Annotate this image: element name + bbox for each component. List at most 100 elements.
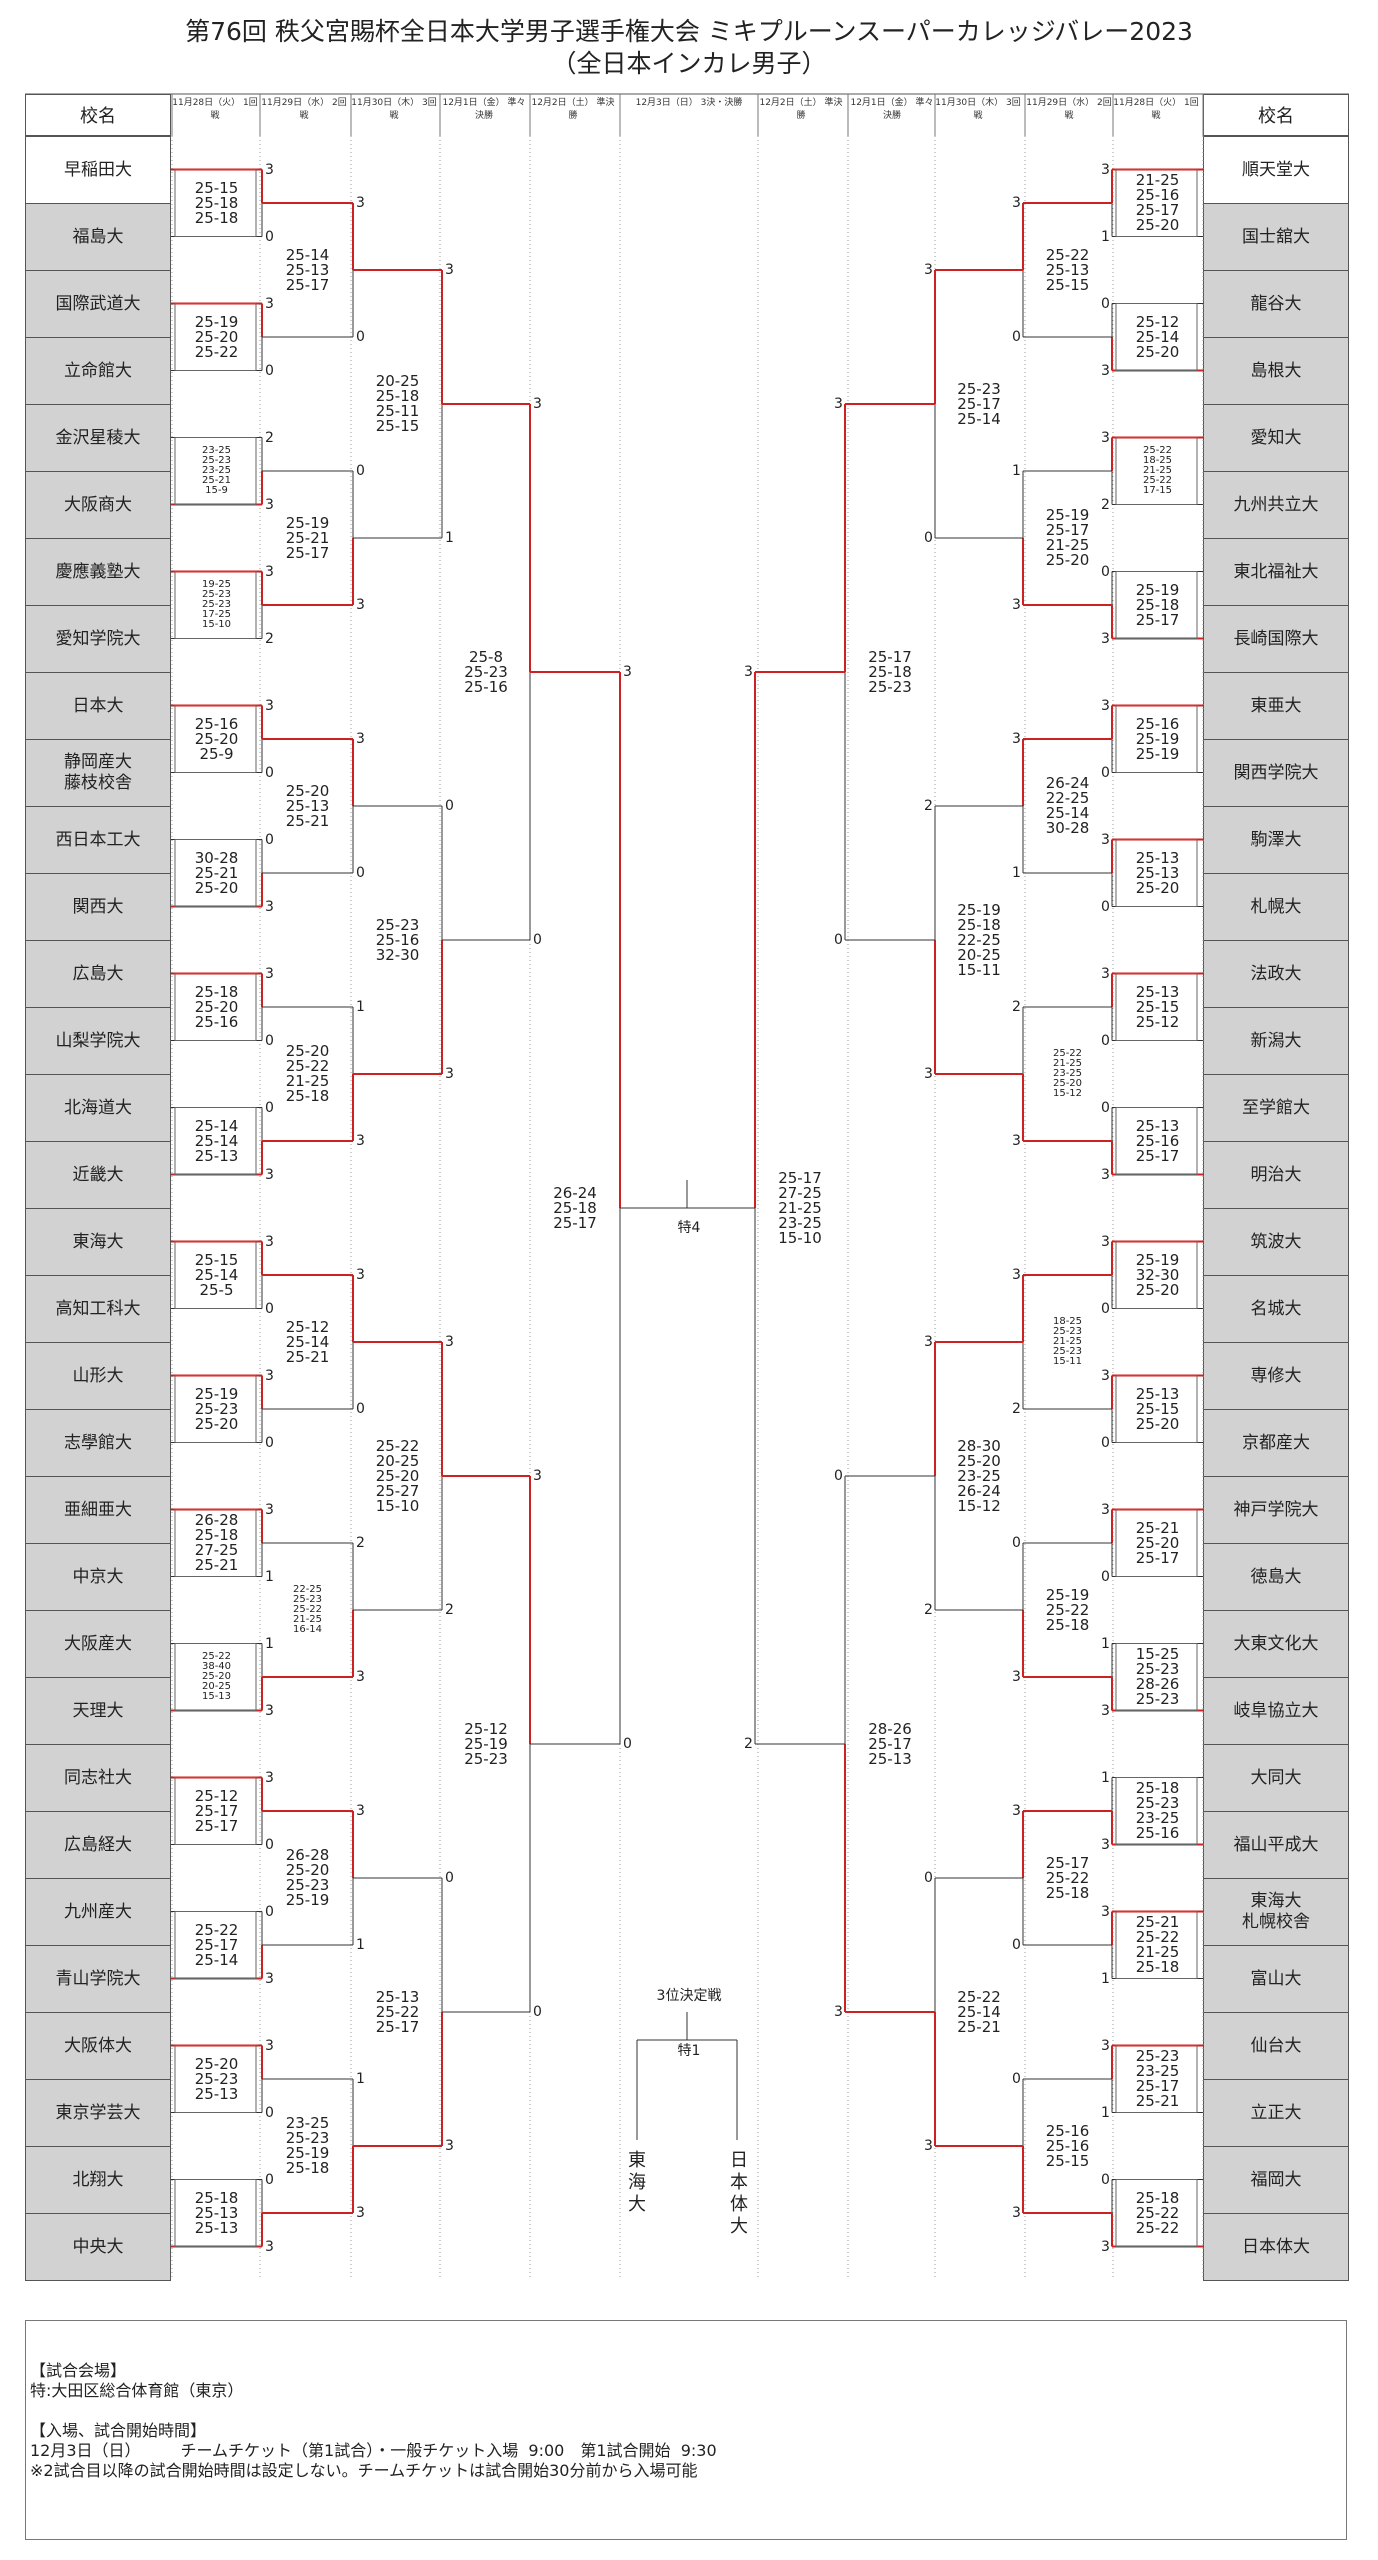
set-count: 0 — [445, 798, 454, 814]
match-score: 25-20 25-13 25-21 — [285, 781, 330, 830]
set-count: 0 — [1012, 329, 1021, 345]
match-score: 25-21 25-20 25-17 — [1135, 1518, 1180, 1567]
set-count: 0 — [1101, 2171, 1110, 2188]
set-count: 3 — [533, 396, 542, 412]
match-score: 22-25 25-23 25-22 21-25 16-14 — [292, 1584, 323, 1635]
set-count: 3 — [1012, 2205, 1021, 2221]
team-right: 立正大 — [1203, 2079, 1349, 2147]
score-box — [174, 169, 257, 237]
match-score: 25-15 25-18 25-18 — [194, 178, 239, 227]
set-count: 0 — [924, 1870, 933, 1886]
set-count: 1 — [356, 2071, 365, 2087]
set-count: 1 — [1101, 2104, 1110, 2121]
match-score: 15-25 25-23 28-26 25-23 — [1135, 1645, 1180, 1708]
set-count: 3 — [356, 1267, 365, 1283]
time-heading: 【入場、試合開始時間】 — [30, 2421, 207, 2440]
team-right: 順天堂大 — [1203, 136, 1349, 204]
match-score: 25-13 25-15 25-20 — [1135, 1384, 1180, 1433]
set-count: 3 — [265, 1501, 274, 1518]
match-score: 25-22 20-25 25-20 25-27 15-10 — [375, 1436, 420, 1515]
match-score: 25-13 25-15 25-12 — [1135, 982, 1180, 1031]
set-count: 0 — [265, 831, 274, 848]
set-count: 2 — [265, 429, 274, 446]
match-score: 25-23 23-25 25-17 25-21 — [1135, 2047, 1180, 2110]
set-count: 0 — [265, 1434, 274, 1451]
match-score: 25-22 21-25 23-25 25-20 15-12 — [1052, 1048, 1083, 1099]
match-score: 30-28 25-21 25-20 — [194, 848, 239, 897]
set-count: 2 — [1012, 1401, 1021, 1417]
team-right: 徳島大 — [1203, 1543, 1349, 1611]
team-right: 日本体大 — [1203, 2213, 1349, 2281]
match-score: 25-18 25-13 25-13 — [194, 2188, 239, 2237]
match-score: 25-19 25-21 25-17 — [285, 513, 330, 562]
set-count: 3 — [265, 2238, 274, 2255]
set-count: 0 — [1101, 1300, 1110, 1317]
team-right: 大同大 — [1203, 1744, 1349, 1812]
set-count: 3 — [265, 1367, 274, 1384]
match-score: 26-28 25-18 27-25 25-21 — [194, 1511, 239, 1574]
set-count: 0 — [1101, 563, 1110, 580]
set-count: 3 — [265, 295, 274, 312]
set-count: 1 — [356, 999, 365, 1015]
team-left: 大阪体大 — [25, 2012, 171, 2080]
set-count: 3 — [356, 731, 365, 747]
set-count: 3 — [1012, 1669, 1021, 1685]
team-left: 福島大 — [25, 203, 171, 271]
team-left: 近畿大 — [25, 1141, 171, 1209]
set-count: 1 — [445, 530, 454, 546]
time-line-2: ※2試合目以降の試合開始時間は設定しない。チームチケットは試合開始30分前から入… — [30, 2461, 698, 2480]
set-count: 3 — [356, 1669, 365, 1685]
set-count: 3 — [1101, 831, 1110, 848]
team-right: 東北福祉大 — [1203, 538, 1349, 606]
round-header-right: 11月28日（火） 1回戦 — [1113, 98, 1199, 121]
score-box — [1115, 2045, 1198, 2113]
round-header-right: 11月29日（水） 2回戦 — [1026, 98, 1112, 121]
set-count: 0 — [533, 932, 542, 948]
match-score: 25-12 25-17 25-17 — [194, 1786, 239, 1835]
set-count: 3 — [265, 1970, 274, 1987]
set-count: 0 — [265, 1032, 274, 1049]
set-count: 0 — [1012, 1937, 1021, 1953]
set-count: 0 — [1101, 898, 1110, 915]
set-count: 3 — [265, 563, 274, 580]
set-count: 0 — [356, 463, 365, 479]
set-count: 0 — [265, 1300, 274, 1317]
set-count: 0 — [623, 1736, 632, 1752]
team-left: 中京大 — [25, 1543, 171, 1611]
team-right: 至学館大 — [1203, 1074, 1349, 1142]
match-score: 25-17 27-25 21-25 23-25 15-10 — [778, 1168, 822, 1247]
team-left: 北海道大 — [25, 1074, 171, 1142]
team-right: 九州共立大 — [1203, 471, 1349, 539]
set-count: 3 — [834, 396, 843, 412]
score-box — [174, 1509, 257, 1577]
set-count: 3 — [924, 1334, 933, 1350]
set-count: 1 — [356, 1937, 365, 1953]
match-score: 21-25 25-16 25-17 25-20 — [1135, 171, 1180, 234]
match-score: 25-23 25-17 25-14 — [957, 379, 1001, 428]
set-count: 0 — [1012, 1535, 1021, 1551]
set-count: 2 — [1101, 496, 1110, 513]
match-score: 25-12 25-14 25-20 — [1135, 312, 1180, 361]
team-left: 西日本工大 — [25, 806, 171, 874]
team-right: 札幌大 — [1203, 873, 1349, 941]
score-box — [1115, 1375, 1198, 1443]
team-right: 岐阜協立大 — [1203, 1677, 1349, 1745]
set-count: 3 — [834, 2004, 843, 2020]
match-score: 25-13 25-13 25-20 — [1135, 848, 1180, 897]
set-count: 3 — [265, 697, 274, 714]
set-count: 3 — [1012, 1267, 1021, 1283]
match-score: 25-13 25-16 25-17 — [1135, 1116, 1180, 1165]
match-score: 25-18 25-20 25-16 — [194, 982, 239, 1031]
round-header-left: 11月29日（水） 2回戦 — [261, 98, 347, 121]
set-count: 1 — [265, 1635, 274, 1652]
match-score: 25-22 25-14 25-21 — [957, 1987, 1001, 2036]
set-count: 0 — [1101, 1099, 1110, 1116]
match-score: 28-30 25-20 23-25 26-24 15-12 — [957, 1436, 1001, 1515]
set-count: 3 — [356, 1133, 365, 1149]
team-left: 青山学院大 — [25, 1945, 171, 2013]
set-count: 3 — [356, 1803, 365, 1819]
set-count: 3 — [1101, 965, 1110, 982]
set-count: 0 — [265, 1836, 274, 1853]
match-score: 25-18 25-22 25-22 — [1135, 2188, 1180, 2237]
match-score: 25-20 25-23 25-13 — [194, 2054, 239, 2103]
